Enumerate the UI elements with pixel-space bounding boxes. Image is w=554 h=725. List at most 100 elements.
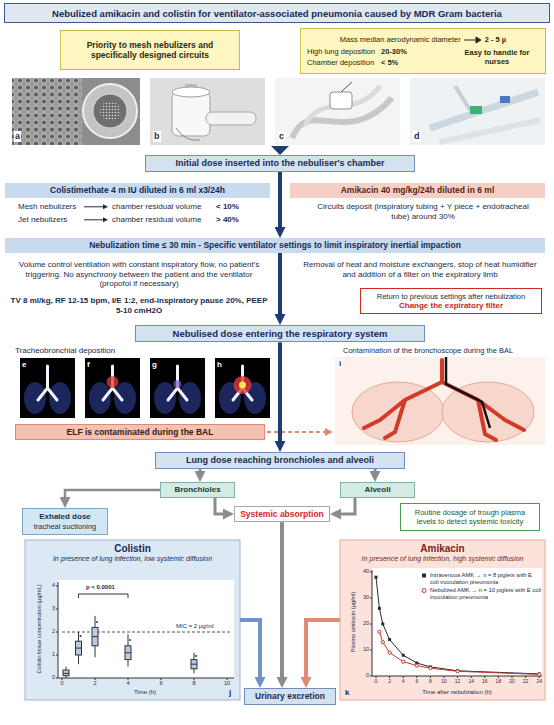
annotation: e xyxy=(22,360,26,370)
annotation: chamber residual volume xyxy=(112,215,201,225)
photo-tubing xyxy=(410,78,545,145)
legend-marker xyxy=(420,572,428,579)
flow-connector xyxy=(278,172,282,227)
annotation: 14 xyxy=(468,679,474,684)
box-text: Easy to handle for nurses xyxy=(455,48,539,66)
flow-connector xyxy=(280,522,284,677)
flow-connector xyxy=(199,469,202,471)
annotation: g xyxy=(152,360,157,370)
annotation: 0 xyxy=(60,681,63,687)
annotation: 8 xyxy=(192,681,195,687)
annotation: a xyxy=(14,131,21,142)
annotation: i xyxy=(338,359,342,369)
warning-box: Return to previous settings after nebuli… xyxy=(360,288,542,314)
arrow-icon xyxy=(464,36,482,44)
step-box: Initial dose inserted into the nebuliser… xyxy=(145,155,415,172)
box-text: Bronchioles xyxy=(174,485,220,495)
annotation: 6 xyxy=(415,679,418,684)
legend-item: Nebulized AMK → n = 10 piglets with E co… xyxy=(420,587,542,600)
legend-marker xyxy=(420,587,428,594)
flow-connector xyxy=(374,469,377,471)
box-text: Chamber deposition xyxy=(307,58,375,67)
box-text: 20-30% xyxy=(381,47,407,56)
note-box: Routine dosage of trough plasma levels t… xyxy=(400,503,540,531)
box-text: Change the expiratory filter xyxy=(399,301,503,311)
flow-connector xyxy=(240,620,260,677)
annotation: 1 xyxy=(52,652,55,658)
annotation: p < 0.0001 xyxy=(86,584,115,591)
annotation: MIC = 2 µg/ml xyxy=(176,623,214,630)
step-box: Lung dose reaching bronchioles and alveo… xyxy=(155,452,405,469)
annotation: 20 xyxy=(509,679,515,684)
annotation: 40 xyxy=(363,569,369,575)
colistin-chart xyxy=(25,540,240,700)
annotation: Contamination of the bronchoscope during… xyxy=(343,346,513,355)
annotation: f xyxy=(87,360,90,370)
annotation: 2 xyxy=(52,629,55,635)
annotation: Colistin tissue concentration (µg/mL) xyxy=(37,584,43,673)
box-text: tracheal suctioning xyxy=(34,522,97,531)
annotation: d xyxy=(413,131,421,142)
annotation: 3 xyxy=(52,606,55,612)
box-text: Exhaled dose xyxy=(39,512,91,522)
box-text: 2 - 5 µ xyxy=(485,35,506,44)
annotation: b xyxy=(153,131,161,142)
legend-item: Intravenous AMK → n = 8 piglets with E c… xyxy=(420,572,542,585)
annotation: 2 xyxy=(93,681,96,687)
box-text: In presence of lung infection, low syste… xyxy=(53,555,212,563)
box-text: ELF is contaminated during the BAL xyxy=(67,427,214,437)
outcome-box: Exhaled dosetracheal suctioning xyxy=(22,508,108,535)
legend-text: Nebulized AMK → n = 10 piglets with E co… xyxy=(430,587,542,600)
annotation: 0 xyxy=(52,675,55,681)
flow-connector xyxy=(306,620,340,677)
box-text: Return to previous settings after nebuli… xyxy=(377,292,525,301)
annotation: 8 xyxy=(429,679,432,684)
flow-connector xyxy=(215,498,223,514)
annotation: j xyxy=(229,688,231,698)
annotation: 4 xyxy=(402,679,405,684)
text-row: High lung deposition 20-30% Chamber deposi… xyxy=(307,47,539,67)
box-text: Mass median aerodynamic diameter xyxy=(340,35,461,44)
box-text: Colistin xyxy=(114,543,151,555)
dashed-arrow xyxy=(267,431,325,433)
annotation: Volume control ventilation with constant… xyxy=(10,260,268,289)
step-box: Nebulised dose entering the respiratory … xyxy=(135,325,425,342)
annotation: Time (h) xyxy=(134,689,156,696)
annotation: > 40% xyxy=(216,215,239,225)
flow-connector xyxy=(65,490,160,497)
annotation: Plasma amikacin (µg/ml) xyxy=(351,592,357,652)
annotation: 10 xyxy=(224,681,230,687)
annotation: 0 xyxy=(375,679,378,684)
box-text: High lung deposition xyxy=(307,47,375,56)
annotation: < 10% xyxy=(216,202,239,212)
text-row: Mass median aerodynamic diameter 2 - 5 µ xyxy=(307,35,539,44)
annotation: 10 xyxy=(363,647,369,653)
annotation: Circuits deposit (inspiratory tubing + Y… xyxy=(312,202,534,221)
text-grid: High lung deposition 20-30% Chamber deposi… xyxy=(307,47,407,67)
box-text: Alveoli xyxy=(364,485,390,495)
flow-arrow xyxy=(271,146,289,155)
annotation: 10 xyxy=(441,679,447,684)
outcome-box: Urinary excretion xyxy=(244,688,336,705)
bronchial-tree xyxy=(335,357,545,445)
box-text: Priority to mesh nebulizers and specific… xyxy=(66,40,234,60)
site-box: Alveoli xyxy=(340,482,415,498)
annotation: Mesh nebulizers xyxy=(18,202,76,212)
legend-text: Intravenous AMK → n = 8 piglets with E c… xyxy=(430,572,542,585)
box-text: Systemic absorption xyxy=(240,509,324,519)
scintigraphy xyxy=(20,358,270,418)
flow-connector xyxy=(278,253,282,314)
annotation: 20 xyxy=(363,621,369,627)
amikacin-chart xyxy=(340,540,545,700)
box-text: In presence of lung infection, high syst… xyxy=(362,555,524,563)
photo-nebulizer xyxy=(150,78,265,145)
outcome-box: Systemic absorption xyxy=(234,506,330,522)
annotation: TV 8 ml/kg, RF 12-15 bpm, I/E 1:2, end-i… xyxy=(10,296,268,315)
photo-mesh xyxy=(12,78,140,145)
flow-connector xyxy=(341,498,355,514)
annotation: 6 xyxy=(159,681,162,687)
annotation: h xyxy=(217,360,222,370)
title-text: Nebulized amikacin and colistin for vent… xyxy=(52,8,502,19)
